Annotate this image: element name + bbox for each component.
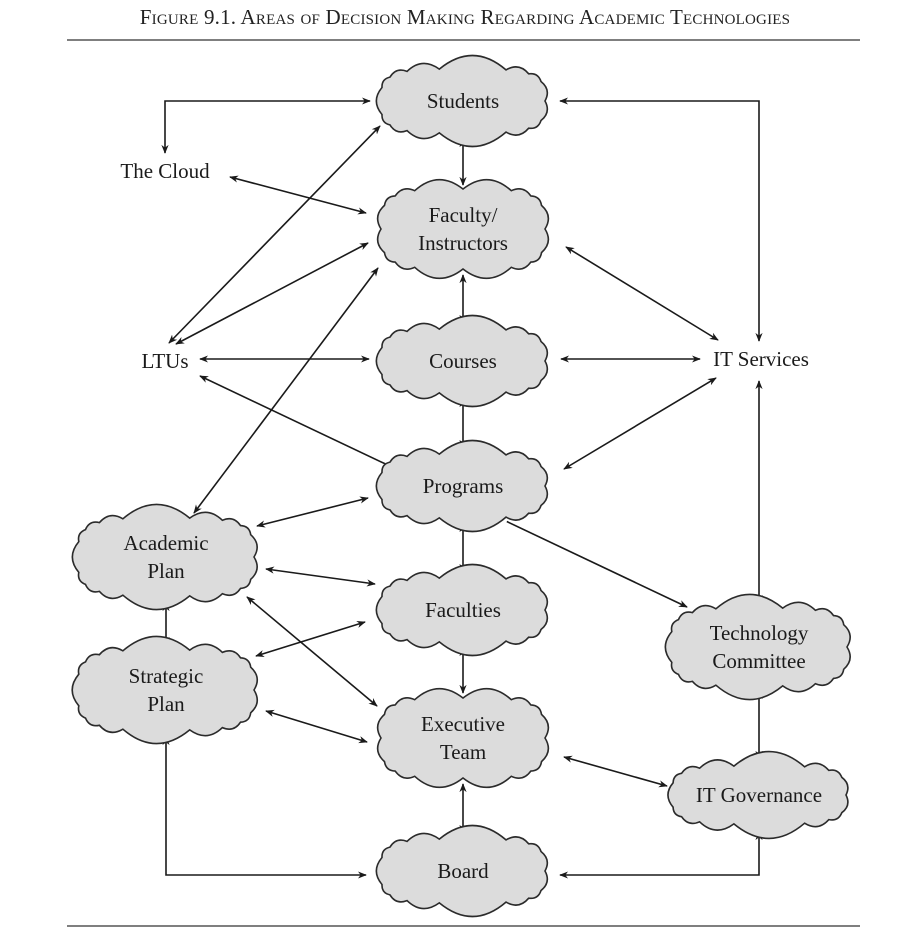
- node-label-academic-1: Plan: [147, 559, 185, 583]
- node-programs: Programs: [375, 439, 549, 533]
- connection-faculty-ltus: [175, 242, 369, 345]
- node-cloud: The Cloud: [120, 159, 210, 183]
- node-ltus: LTUs: [141, 349, 188, 373]
- cloud-shape: [375, 563, 549, 657]
- connection-line: [255, 620, 366, 658]
- connection-line: [563, 755, 668, 788]
- connection-line: [559, 831, 763, 879]
- node-label-faculties-0: Faculties: [425, 598, 501, 622]
- connection-strategic-executive: [265, 709, 368, 744]
- node-faculties: Faculties: [375, 563, 549, 657]
- connection-line: [265, 566, 376, 587]
- connection-line: [246, 596, 378, 707]
- connection-line: [161, 97, 371, 154]
- connection-line: [175, 242, 369, 345]
- connection-board-itgov: [559, 831, 763, 879]
- node-label-itgov-0: IT Governance: [696, 783, 822, 807]
- node-label-academic-0: Academic: [123, 531, 208, 555]
- connection-cloud-faculty: [229, 175, 367, 215]
- figure-title-text: Figure 9.1. Areas of Decision Making Reg…: [139, 5, 791, 29]
- node-label-cloud-0: The Cloud: [120, 159, 210, 183]
- connection-line: [563, 377, 717, 470]
- connection-students-itservices: [559, 97, 763, 342]
- cloud-shape: [375, 314, 549, 408]
- connection-line: [265, 709, 368, 744]
- connection-academic-faculties: [265, 566, 376, 587]
- node-label-executive-0: Executive: [421, 712, 505, 736]
- node-label-itservices-0: IT Services: [713, 347, 809, 371]
- connection-line: [162, 736, 367, 879]
- cloud-shape: [667, 750, 849, 840]
- connection-faculty-itservices: [565, 246, 719, 341]
- connection-executive-itgov: [563, 755, 668, 788]
- cloud-shape: [375, 439, 549, 533]
- node-label-techcomm-1: Committee: [712, 649, 805, 673]
- cloud-shape: [375, 824, 549, 918]
- node-label-techcomm-0: Technology: [710, 621, 809, 645]
- connection-line: [256, 496, 369, 528]
- connection-faculties-strategic: [255, 620, 366, 658]
- connection-students-cloud: [161, 97, 371, 154]
- cloud-shape: [376, 178, 550, 280]
- connection-strategic-board: [162, 736, 367, 879]
- connections-layer: [161, 97, 763, 879]
- connection-academic-executive: [246, 596, 378, 707]
- connection-segment-solid-start: [199, 375, 386, 465]
- node-students: Students: [375, 54, 549, 148]
- connection-programs-academic: [256, 496, 369, 528]
- node-faculty: Faculty/Instructors: [376, 178, 550, 280]
- connection-segment-solid-end: [506, 520, 688, 608]
- cloud-shape: [376, 687, 550, 789]
- node-courses: Courses: [375, 314, 549, 408]
- nodes-layer: StudentsFaculty/InstructorsCoursesProgra…: [71, 54, 851, 918]
- node-label-ltus-0: LTUs: [141, 349, 188, 373]
- cloud-shape: [664, 593, 851, 701]
- connection-line: [565, 246, 719, 341]
- node-label-programs-0: Programs: [423, 474, 504, 498]
- node-itgov: IT Governance: [667, 750, 849, 840]
- connection-line: [229, 175, 367, 215]
- node-label-courses-0: Courses: [429, 349, 497, 373]
- node-itservices: IT Services: [713, 347, 809, 371]
- node-label-students-0: Students: [427, 89, 499, 113]
- node-label-faculty-1: Instructors: [418, 231, 508, 255]
- cloud-shape: [71, 635, 259, 745]
- cloud-shape: [375, 54, 549, 148]
- node-label-executive-1: Team: [440, 740, 486, 764]
- node-label-faculty-0: Faculty/: [429, 203, 498, 227]
- node-label-strategic-0: Strategic: [129, 664, 204, 688]
- node-board: Board: [375, 824, 549, 918]
- connection-line: [193, 267, 379, 514]
- figure-title: Figure 9.1. Areas of Decision Making Reg…: [0, 5, 899, 30]
- connection-faculty-academic: [193, 267, 379, 514]
- connection-line: [559, 97, 763, 342]
- cloud-shape: [71, 503, 258, 611]
- node-label-board-0: Board: [437, 859, 489, 883]
- node-label-strategic-1: Plan: [147, 692, 185, 716]
- connection-itservices-programs: [563, 377, 717, 470]
